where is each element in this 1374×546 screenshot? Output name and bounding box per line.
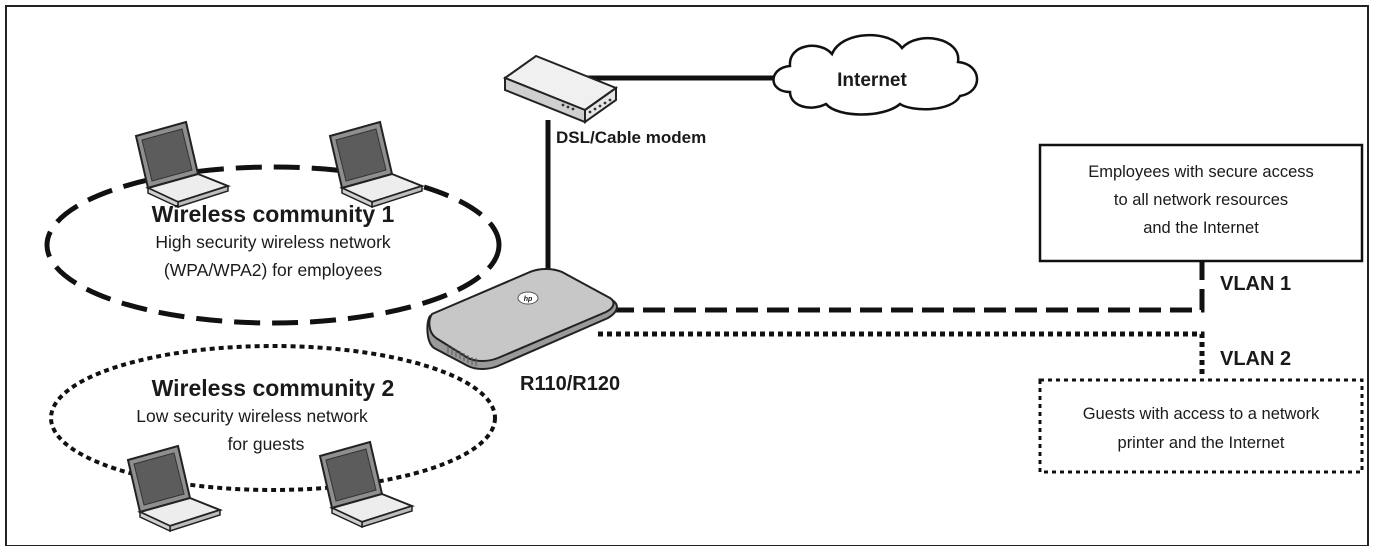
modem-label: DSL/Cable modem xyxy=(556,128,706,147)
vlan2-link xyxy=(598,331,1205,378)
community2-ellipse xyxy=(49,344,497,492)
community2-line1: Low security wireless network xyxy=(136,406,368,426)
community1-line1: High security wireless network xyxy=(155,232,391,252)
guests-line1: Guests with access to a network xyxy=(1083,405,1320,423)
employees-line3: and the Internet xyxy=(1143,219,1259,237)
community1-ellipse xyxy=(44,164,502,326)
community1-line2: (WPA/WPA2) for employees xyxy=(164,260,382,280)
cloud-icon xyxy=(772,34,979,116)
router-icon: hp xyxy=(426,268,618,370)
employees-line2: to all network resources xyxy=(1114,191,1288,209)
guests-box xyxy=(1038,378,1364,474)
employees-box xyxy=(1038,143,1364,263)
community1-title: Wireless community 1 xyxy=(152,201,395,227)
employees-line1: Employees with secure access xyxy=(1088,163,1314,181)
guests-line2: printer and the Internet xyxy=(1118,434,1285,452)
hp-logo xyxy=(517,291,539,305)
modem-icon xyxy=(502,54,619,124)
vlan2-label: VLAN 2 xyxy=(1220,348,1291,370)
community2-title: Wireless community 2 xyxy=(152,375,395,401)
router-label: R110/R120 xyxy=(520,373,620,395)
vlan1-label: VLAN 1 xyxy=(1220,273,1291,295)
hp-logo-text: hp xyxy=(524,296,533,303)
vlan1-link xyxy=(612,262,1205,313)
community2-line2: for guests xyxy=(228,434,305,454)
internet-label: Internet xyxy=(837,70,907,91)
